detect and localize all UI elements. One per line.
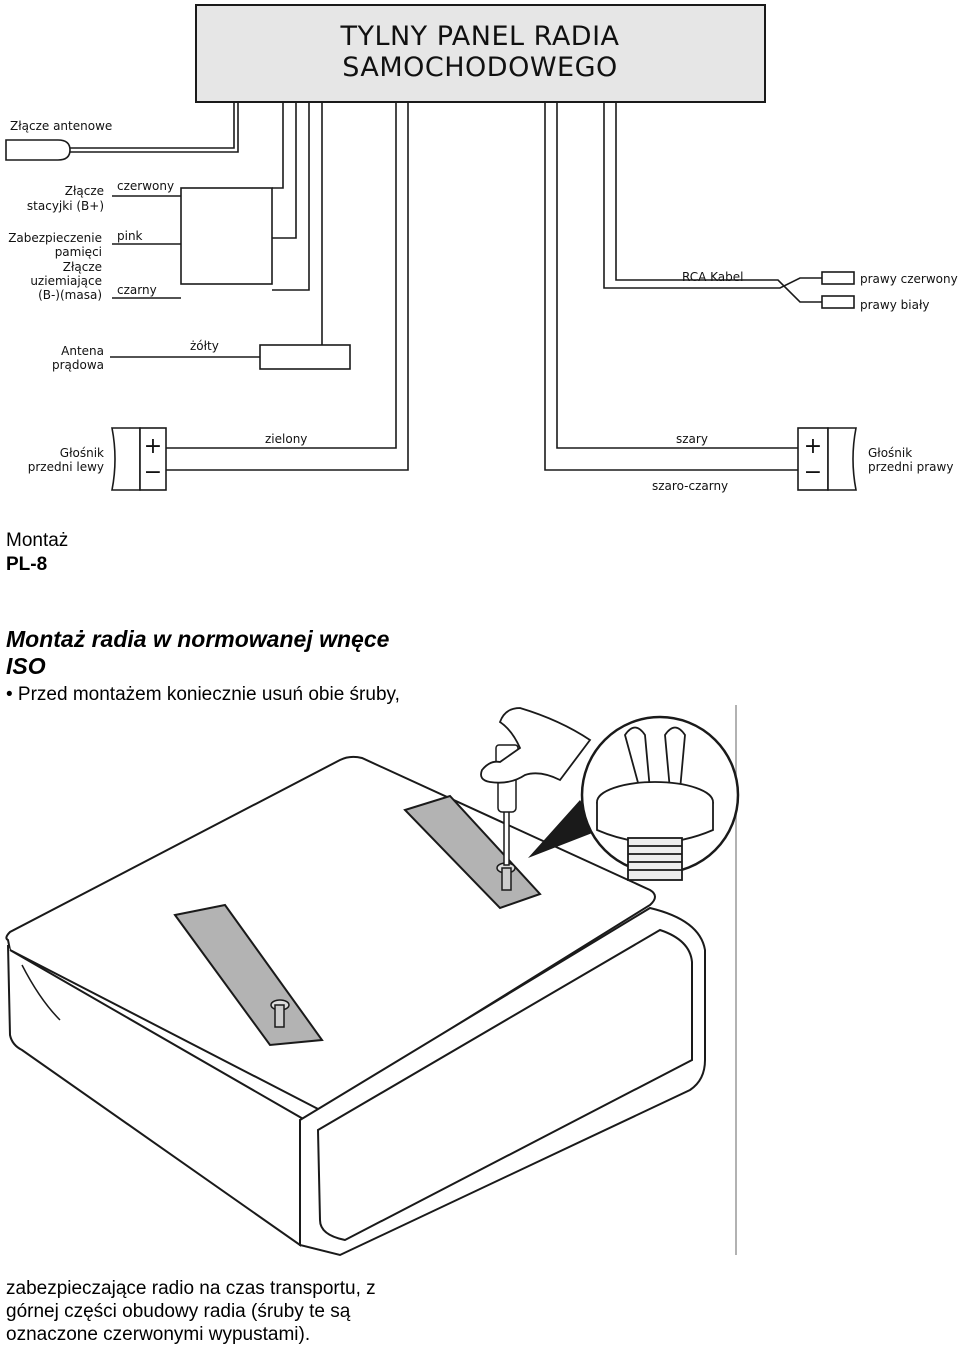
label-speaker-left-2: przedni lewy	[28, 460, 104, 474]
label-black: czarny	[117, 283, 157, 297]
rca-plug-white	[821, 295, 855, 309]
label-rca-cable: RCA Kabel	[682, 270, 744, 284]
rear-panel-title-line2: SAMOCHODOWEGO	[342, 52, 618, 83]
magnified-screw-icon	[596, 726, 714, 881]
label-antenna-connector: Złącze antenowe	[10, 119, 112, 133]
label-ignition-1: Złącze	[65, 184, 104, 198]
screw-right-icon	[496, 862, 516, 891]
label-speaker-right-1: Głośnik	[868, 446, 912, 460]
label-green: zielony	[265, 432, 307, 446]
speaker-left-minus: −	[144, 460, 162, 485]
label-grey: szary	[676, 432, 708, 446]
rear-panel-title-line1: TYLNY PANEL RADIA	[339, 21, 619, 52]
speaker-left-plus: +	[144, 434, 162, 459]
label-red: czerwony	[117, 179, 174, 193]
label-power-antenna-1: Antena	[61, 344, 104, 358]
label-ground-1: Złącze	[63, 260, 102, 274]
label-ground-3: (B-)(masa)	[38, 288, 102, 302]
heading-line2: ISO	[6, 653, 46, 679]
antenna-connector-plug	[5, 139, 71, 161]
radio-front-panel	[299, 906, 706, 1257]
hand-icon	[480, 707, 592, 784]
label-memory-1: Zabezpieczenie	[8, 231, 102, 245]
speaker-right-icon	[797, 427, 857, 491]
label-yellow: żółty	[190, 339, 219, 353]
section-label: Montaż	[6, 530, 69, 551]
rca-plug-red	[821, 271, 855, 285]
speaker-left-icon	[111, 427, 167, 491]
paragraph-line2: górnej części obudowy radia (śruby te są	[6, 1301, 351, 1322]
label-pink: pink	[117, 229, 143, 243]
label-right-red: prawy czerwony	[860, 272, 958, 286]
paragraph-line1: zabezpieczające radio na czas transportu…	[6, 1278, 376, 1299]
label-ignition-2: stacyjki (B+)	[27, 199, 104, 213]
label-speaker-right-2: przedni prawy	[868, 460, 953, 474]
wiring-diagram: TYLNY PANEL RADIA SAMOCHODOWEGO	[5, 4, 958, 493]
wires	[70, 102, 822, 471]
label-grey-black: szaro-czarny	[652, 479, 728, 493]
label-ground-2: uziemiające	[30, 274, 102, 288]
rear-panel-box	[195, 4, 766, 103]
paragraph-line3: oznaczone czerwonymi wypustami).	[6, 1324, 311, 1345]
transport-strip-left	[173, 903, 324, 1047]
speaker-right-minus: −	[804, 460, 822, 485]
label-power-antenna-2: prądowa	[52, 358, 104, 372]
heading-line1: Montaż radia w normowanej wnęce	[6, 626, 390, 652]
inline-fuse	[259, 344, 351, 370]
bullet-instruction: • Przed montażem koniecznie usuń obie śr…	[6, 684, 400, 705]
label-memory-2: pamięci	[55, 245, 102, 259]
document-code: PL-8	[6, 554, 48, 575]
label-right-white: prawy biały	[860, 298, 929, 312]
label-speaker-left-1: Głośnik	[60, 446, 104, 460]
screw-left-icon	[270, 999, 290, 1028]
speaker-right-plus: +	[804, 434, 822, 459]
fuse-box	[180, 187, 273, 285]
radio-illustration	[5, 705, 740, 1257]
